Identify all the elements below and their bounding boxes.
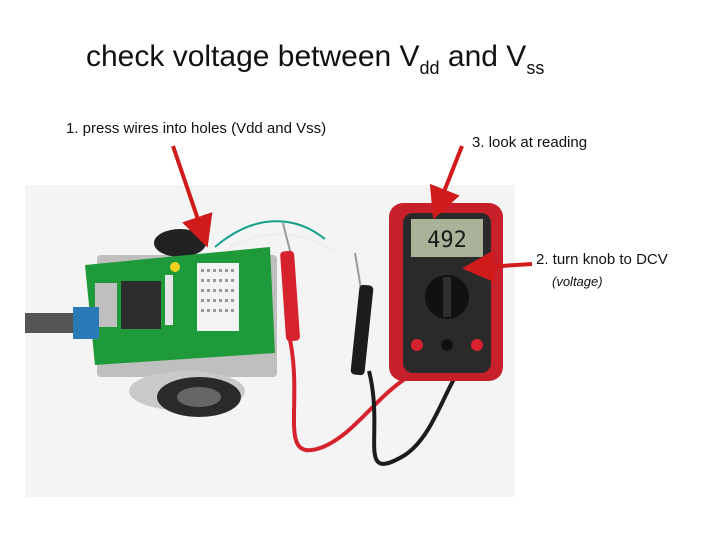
breadboard	[197, 263, 239, 331]
title-text-main: check voltage between V	[86, 40, 420, 73]
step1-label: 1. press wires into holes (Vdd and Vss)	[66, 120, 327, 137]
title-subscript-ss: ss	[526, 58, 545, 78]
slide-title: check voltage between Vdd and Vss	[86, 40, 544, 79]
step2-label: 2. turn knob to DCV	[536, 251, 668, 268]
multimeter: 492	[389, 203, 503, 381]
step3-label: 3. look at reading	[472, 134, 588, 151]
step2-note: (voltage)	[552, 274, 603, 289]
black-probe	[350, 252, 467, 466]
robot-multimeter-photo: 492	[25, 185, 515, 497]
red-probe	[280, 222, 446, 453]
title-text-mid: and V	[439, 40, 527, 73]
usb-plug	[25, 313, 73, 333]
wheel-icon	[154, 229, 206, 257]
meter-reading: 492	[427, 228, 467, 253]
circuit-board	[25, 247, 275, 365]
title-subscript-dd: dd	[419, 58, 440, 78]
serial-connector	[95, 283, 117, 327]
